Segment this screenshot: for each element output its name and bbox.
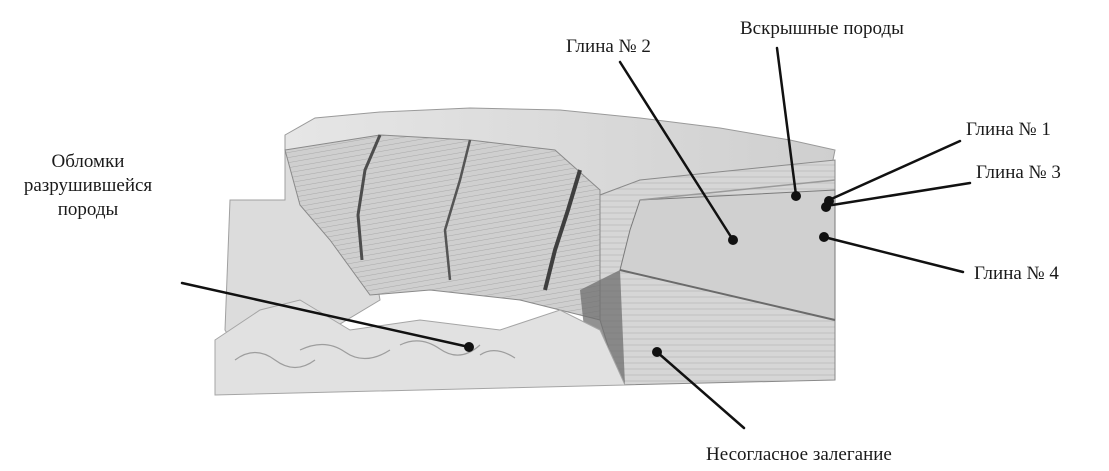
label-oblomki-line-2: разрушившейся xyxy=(0,174,176,198)
leader-glina3 xyxy=(826,183,970,206)
debris-talus xyxy=(215,300,625,395)
label-glina2: Глина № 2 xyxy=(566,36,651,58)
leader-glina1 xyxy=(829,141,960,200)
label-glina3: Глина № 3 xyxy=(976,162,1061,184)
label-glina4: Глина № 4 xyxy=(974,263,1059,285)
label-oblomki: Обломки разрушившейся породы xyxy=(0,150,176,222)
label-glina1: Глина № 1 xyxy=(966,119,1051,141)
label-nesoglasnoe: Несогласное залегание xyxy=(706,444,892,466)
leader-glina4 xyxy=(824,237,963,272)
label-oblomki-line-1: Обломки xyxy=(0,150,176,174)
label-vskryshnye: Вскрышные породы xyxy=(740,18,904,40)
label-oblomki-line-3: породы xyxy=(0,198,176,222)
